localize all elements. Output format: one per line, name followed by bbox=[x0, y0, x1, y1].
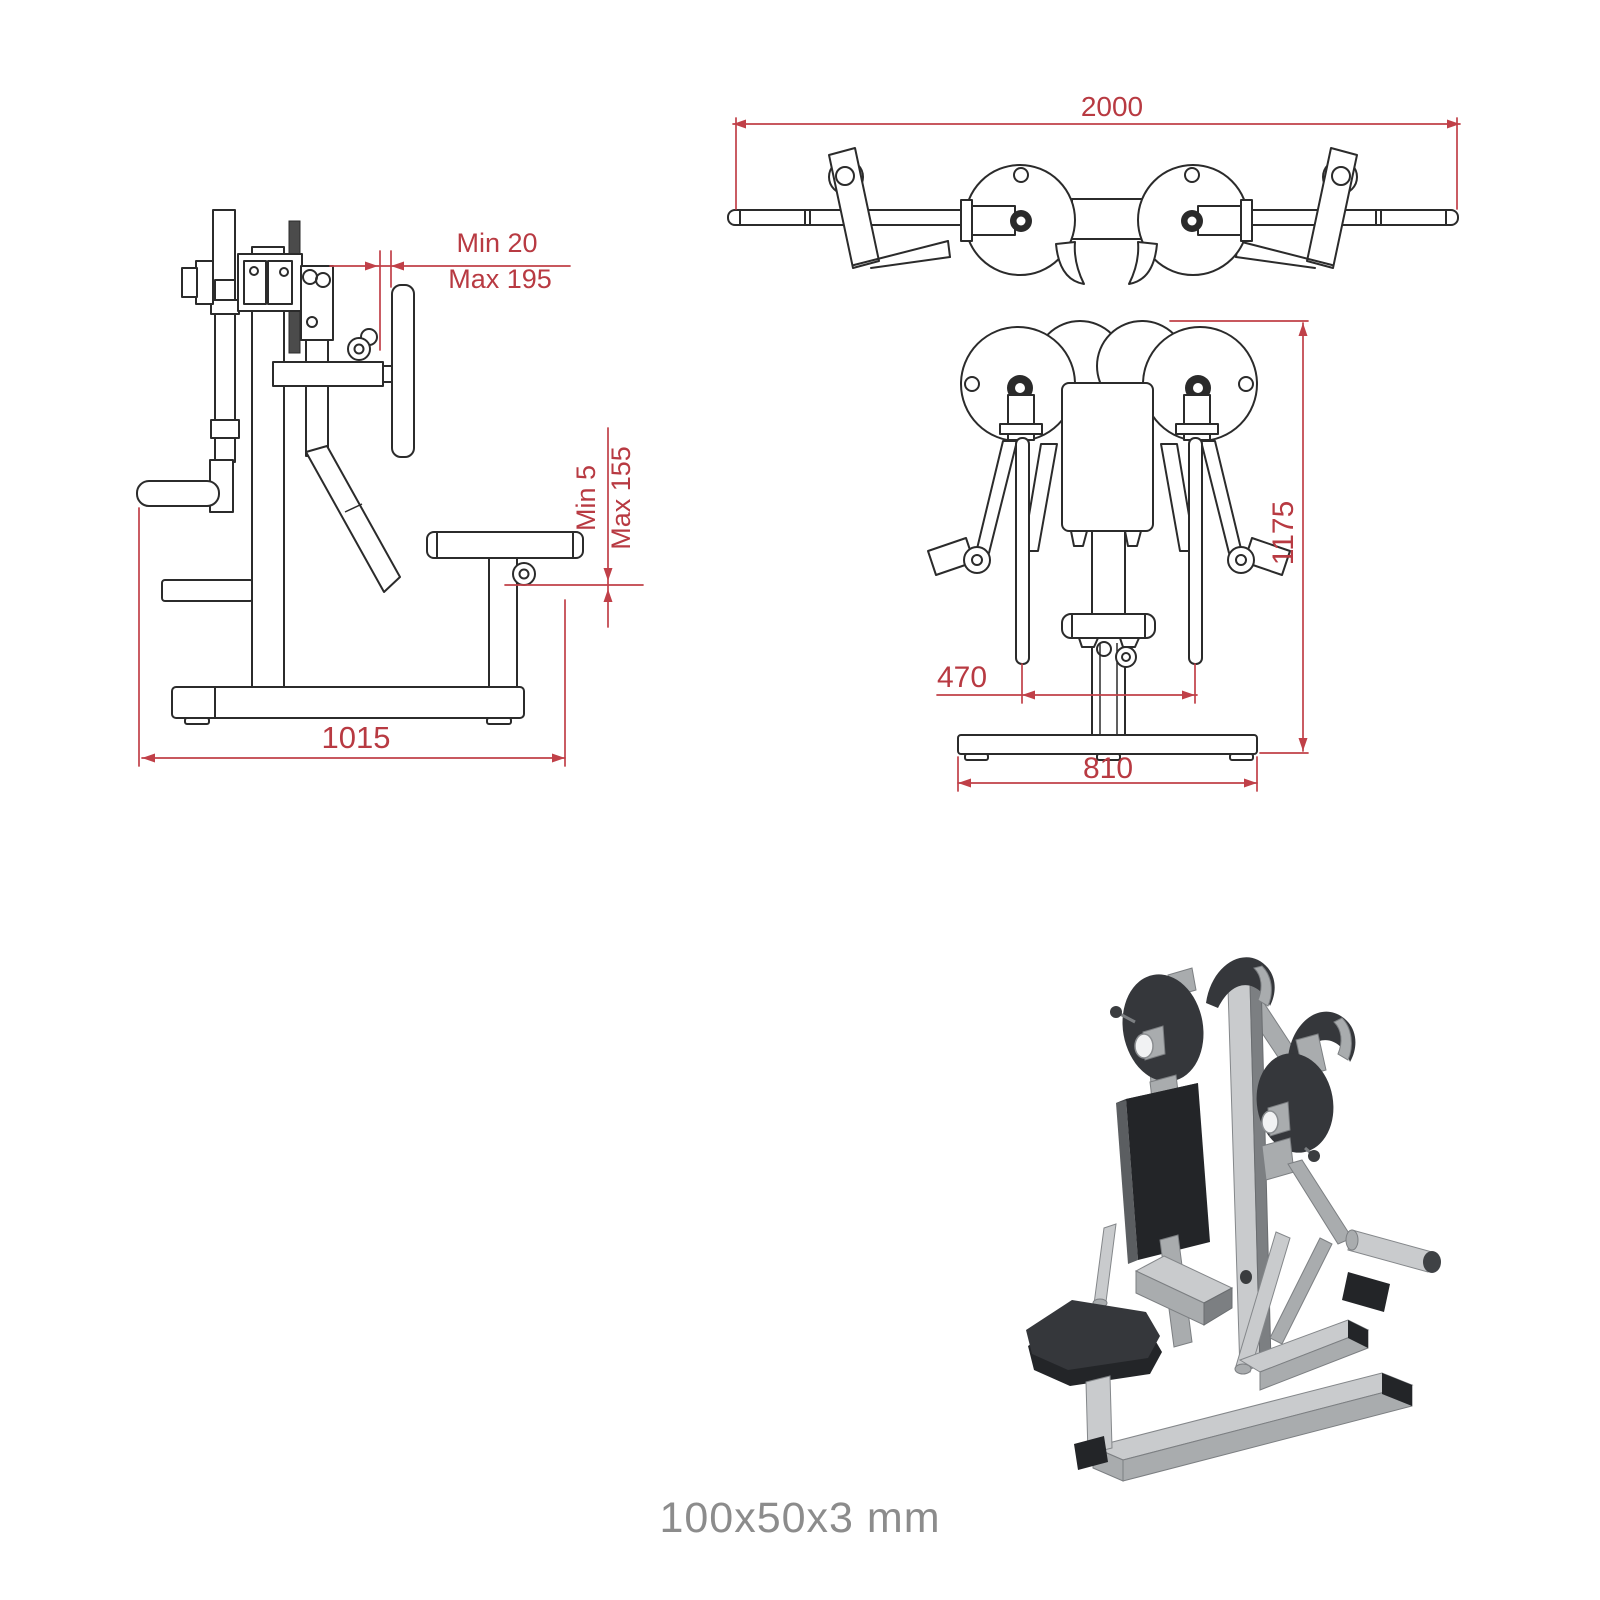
iso-disc-right bbox=[1256, 1053, 1334, 1162]
dim-seat-height-min: Min 5 bbox=[571, 465, 601, 531]
dim-base-depth: 1015 bbox=[322, 720, 391, 755]
side-view-linework bbox=[136, 209, 584, 725]
caption: 100x50x3 mm bbox=[659, 1494, 941, 1542]
iso-crossbar bbox=[1134, 1255, 1234, 1326]
top-view-linework bbox=[727, 147, 1459, 285]
iso-elbow-pad-right-edge bbox=[1333, 1017, 1352, 1061]
iso-handle-right bbox=[1342, 1229, 1441, 1312]
iso-base bbox=[1091, 1319, 1414, 1482]
top-view: 2000 bbox=[727, 91, 1461, 285]
iso-back-pad bbox=[1116, 1083, 1210, 1264]
iso-render bbox=[1026, 957, 1441, 1482]
iso-left-tube bbox=[1093, 1223, 1117, 1305]
dim-total-width: 2000 bbox=[1081, 91, 1143, 122]
iso-seat bbox=[1026, 1300, 1162, 1470]
iso-right-bracket bbox=[1261, 1137, 1295, 1181]
dim-handle-gap-max: Max 195 bbox=[448, 264, 552, 294]
iso-disc-left bbox=[1110, 974, 1204, 1082]
side-view: Min 20 Max 195 Min 5 Max 155 1015 bbox=[136, 209, 644, 767]
dim-total-height: 1175 bbox=[1267, 501, 1300, 566]
side-view-dimensions: Min 20 Max 195 Min 5 Max 155 1015 bbox=[138, 228, 644, 767]
front-view-linework bbox=[927, 320, 1291, 761]
dim-handle-spacing: 470 bbox=[937, 661, 987, 694]
iso-right-arm bbox=[1287, 1159, 1353, 1245]
dim-handle-gap-min: Min 20 bbox=[456, 228, 537, 258]
front-view: 1175 470 810 bbox=[927, 320, 1309, 792]
dim-base-width: 810 bbox=[1083, 752, 1133, 785]
top-view-dimensions: 2000 bbox=[732, 91, 1461, 210]
dim-seat-height-max: Max 155 bbox=[606, 446, 636, 550]
front-view-dimensions: 1175 470 810 bbox=[936, 320, 1309, 792]
iso-elbow-pad-left-edge bbox=[1253, 965, 1272, 1007]
iso-tube-cap bbox=[1234, 1363, 1252, 1375]
